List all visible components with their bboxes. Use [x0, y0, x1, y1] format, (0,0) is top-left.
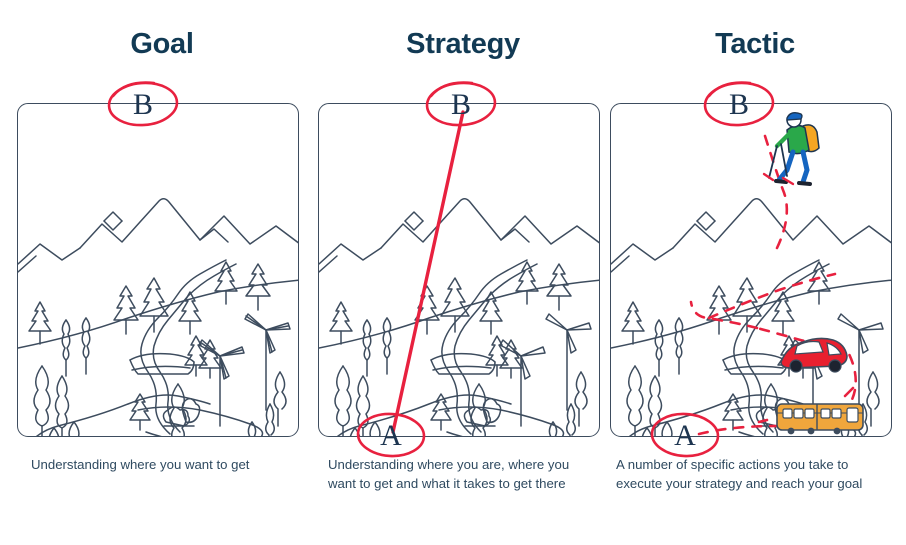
wind-turbines [791, 313, 884, 427]
panel-goal-title: Goal [130, 28, 194, 60]
pine-trees [329, 261, 572, 431]
panel-tactic-title: Tactic [715, 28, 795, 60]
pine-trees [621, 261, 831, 431]
landscape-line-art [18, 198, 298, 436]
bushes [162, 397, 201, 427]
panel-goal-frame: B [17, 81, 299, 437]
panel-strategy-caption: Understanding where you are, where you w… [328, 457, 570, 491]
panel-tactic-scene [611, 104, 891, 436]
panel-tactic-frame: B A [610, 81, 892, 458]
leaf-trees [33, 317, 287, 436]
wind-turbines [499, 313, 592, 427]
panel-goal-scene [18, 104, 298, 436]
panel-goal-caption: Understanding where you want to get [31, 457, 250, 472]
panel-tactic-caption: A number of specific actions you take to… [616, 457, 863, 491]
panel-strategy-frame: B A [318, 81, 600, 458]
wind-turbines [198, 313, 291, 427]
landscape-line-art [319, 198, 599, 436]
panel-strategy-scene [319, 104, 599, 436]
pine-trees [28, 261, 271, 431]
panel-strategy-title: Strategy [406, 28, 520, 60]
leaf-trees [334, 317, 588, 436]
bushes [463, 397, 502, 427]
landscape-line-art [611, 198, 891, 436]
